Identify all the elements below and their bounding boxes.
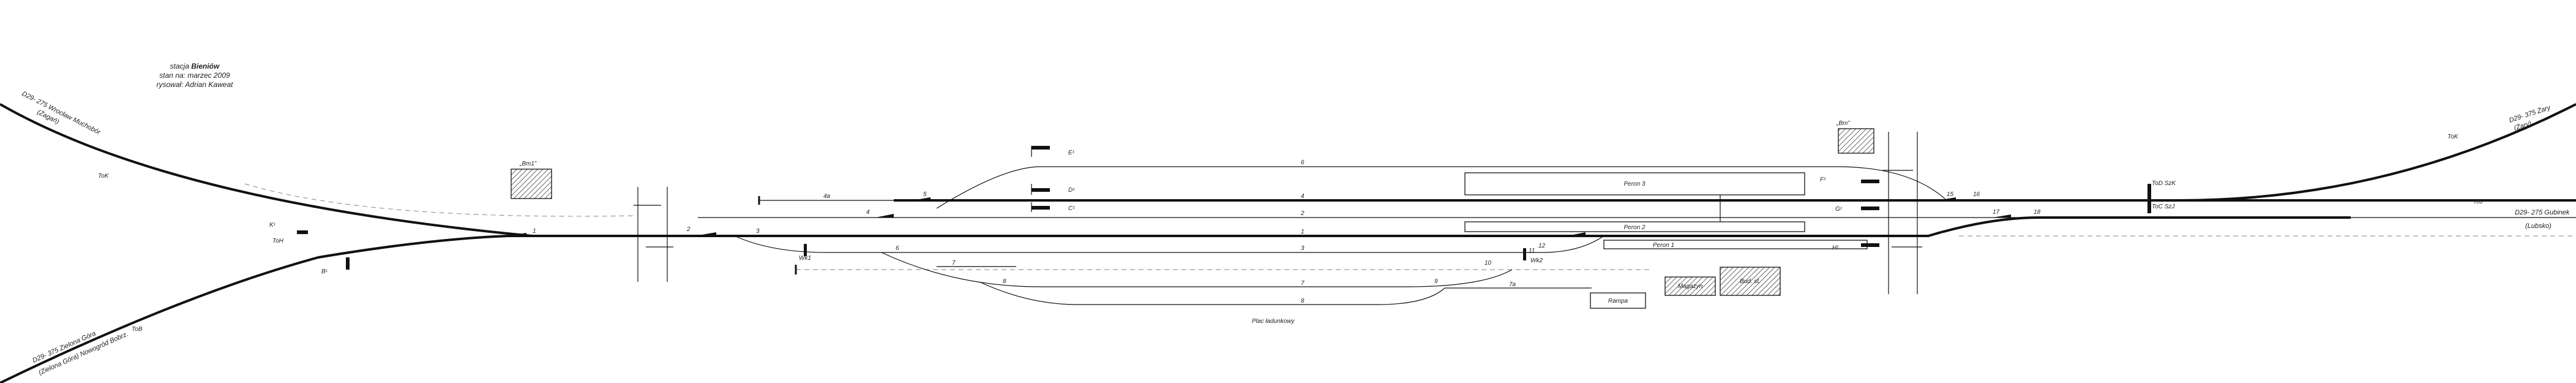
switch-7: 7 bbox=[952, 260, 956, 267]
toB-label: ToB bbox=[132, 326, 143, 333]
signal-ToJ: ToJ bbox=[2473, 199, 2484, 205]
svg-text:ToH: ToH bbox=[272, 238, 284, 245]
switch-5: 5 bbox=[923, 191, 927, 198]
signal-H1: H¹ bbox=[1832, 243, 1879, 251]
switch-15: 15 bbox=[1947, 191, 1954, 198]
track-1-label: 1 bbox=[1301, 229, 1305, 235]
track-3-label: 3 bbox=[1301, 245, 1305, 252]
svg-text:E¹: E¹ bbox=[1068, 150, 1075, 156]
author-line: rysował: Adrian Kaweat bbox=[157, 80, 234, 89]
e-line-label-a: D29- 275 Gubinek bbox=[2515, 209, 2570, 216]
signal-K1: K¹ bbox=[269, 222, 308, 234]
track-7a-label: 7a bbox=[1509, 281, 1516, 288]
switch-2: 2 bbox=[686, 226, 691, 233]
platform-3-label: Peron 3 bbox=[1623, 181, 1645, 188]
platform-2 bbox=[1464, 221, 1805, 232]
signal-Wk1: Wk1 bbox=[799, 244, 811, 262]
track-2-label: 2 bbox=[1300, 210, 1305, 217]
platform-3 bbox=[1464, 172, 1805, 195]
magazyn-label: Magazyn bbox=[1678, 283, 1703, 290]
date-line: stan na: marzec 2009 bbox=[159, 71, 230, 80]
magazyn bbox=[1664, 276, 1716, 296]
signal-F1: F¹ bbox=[1820, 176, 1879, 183]
switch-marker-13 bbox=[1567, 232, 1586, 236]
signal-B1: B¹ bbox=[321, 257, 350, 275]
svg-text:D¹: D¹ bbox=[1068, 187, 1075, 194]
switch-marker-15 bbox=[1938, 197, 1956, 200]
svg-text:B¹: B¹ bbox=[321, 268, 328, 275]
svg-text:Wk1: Wk1 bbox=[799, 255, 811, 262]
track-4-label: 4 bbox=[1301, 193, 1305, 200]
signal-box-bm1 bbox=[511, 169, 552, 199]
rampa bbox=[1590, 292, 1646, 309]
signal-box-bm-label: „Bm” bbox=[1836, 120, 1850, 127]
track-nw-line bbox=[0, 103, 533, 237]
signal-G1: G¹ bbox=[1835, 206, 1879, 213]
signal-E1: E¹ bbox=[1031, 146, 1075, 157]
switch-marker-17 bbox=[1993, 214, 2011, 218]
svg-text:G¹: G¹ bbox=[1835, 206, 1843, 213]
track-east-1 bbox=[1775, 216, 2351, 237]
track-4a-label: 4a bbox=[823, 193, 831, 200]
svg-text:ToK: ToK bbox=[2447, 134, 2459, 140]
switch-marker-1 bbox=[508, 233, 526, 236]
track-3 bbox=[734, 235, 1604, 253]
signal-ToD: ToD SzK ToC SzJ bbox=[2147, 180, 2176, 213]
signal-ToH: ToH bbox=[272, 238, 284, 245]
track-8 bbox=[979, 281, 1445, 305]
bud-st bbox=[1720, 267, 1781, 296]
svg-text:C¹: C¹ bbox=[1068, 205, 1075, 212]
switch-marker-2 bbox=[695, 232, 716, 236]
track-6-label: 6 bbox=[1301, 159, 1305, 166]
station-title: stacja Bieniów bbox=[170, 62, 220, 70]
svg-text:ToD SzK: ToD SzK bbox=[2152, 180, 2176, 187]
signal-C1: C¹ bbox=[1031, 202, 1075, 212]
svg-text:H¹: H¹ bbox=[1832, 245, 1839, 251]
switch-12: 12 bbox=[1538, 243, 1546, 249]
svg-text:Wk2: Wk2 bbox=[1530, 257, 1543, 264]
svg-text:F¹: F¹ bbox=[1820, 176, 1826, 183]
platform-1 bbox=[1603, 240, 1868, 249]
svg-text:K¹: K¹ bbox=[269, 222, 276, 229]
svg-text:ToC SzJ: ToC SzJ bbox=[2152, 203, 2175, 210]
bud-st-label: Bud. st. bbox=[1740, 278, 1761, 285]
switch-marker-5 bbox=[912, 197, 930, 200]
track-sw-line bbox=[0, 235, 509, 383]
switch-marker-4 bbox=[875, 214, 894, 218]
track-ne-line bbox=[2179, 103, 2576, 202]
track-nw-dashed bbox=[244, 183, 637, 217]
switch-3: 3 bbox=[756, 228, 760, 235]
toK-label: ToK bbox=[98, 173, 110, 180]
track-8-label: 8 bbox=[1301, 298, 1305, 305]
switch-8: 8 bbox=[1003, 278, 1006, 285]
platform-2-label: Peron 2 bbox=[1623, 224, 1645, 231]
switch-17: 17 bbox=[1993, 209, 2000, 216]
platform-1-label: Peron 1 bbox=[1653, 242, 1674, 249]
track-6 bbox=[936, 166, 1947, 209]
switch-10: 10 bbox=[1485, 260, 1492, 267]
signal-box-bm bbox=[1838, 128, 1874, 154]
nw-line-label-a: D29- 275 Wrocław Muchobór bbox=[21, 90, 103, 137]
signal-D1: D¹ bbox=[1031, 184, 1075, 195]
rampa-label: Rampa bbox=[1608, 298, 1628, 305]
switch-9: 9 bbox=[1434, 278, 1438, 285]
track-7 bbox=[881, 252, 1513, 287]
switch-1: 1 bbox=[533, 228, 536, 235]
e-line-label-b: (Lubsko) bbox=[2525, 222, 2552, 230]
switch-4: 4 bbox=[866, 209, 870, 216]
level-crossing-right bbox=[1882, 132, 1922, 294]
signal-Wk2: Wk2 bbox=[1523, 248, 1543, 264]
signal-ToK-ne: ToK bbox=[2447, 134, 2459, 140]
plac-label: Plac ładunkowy bbox=[1252, 318, 1295, 325]
switch-18: 18 bbox=[2034, 209, 2041, 216]
level-crossing-left bbox=[634, 187, 673, 282]
svg-text:ToJ: ToJ bbox=[2473, 199, 2484, 205]
track-7-label: 7 bbox=[1301, 280, 1305, 287]
switch-6: 6 bbox=[896, 245, 899, 252]
switch-11: 11 bbox=[1529, 248, 1535, 254]
signal-box-bm1-label: „Bm1” bbox=[519, 161, 537, 167]
switch-16: 16 bbox=[1973, 191, 1980, 198]
